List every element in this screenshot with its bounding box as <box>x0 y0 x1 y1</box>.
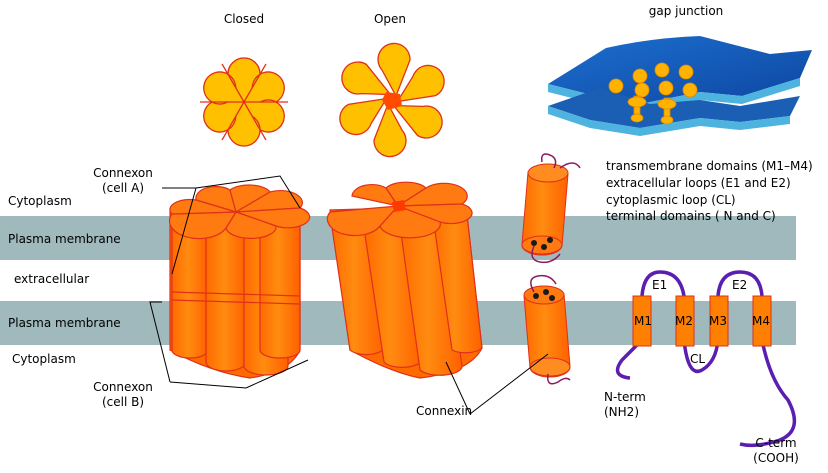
m4-domain <box>752 295 772 347</box>
plasma-membrane-top-label: Plasma membrane <box>8 232 121 246</box>
connexin-label: Connexin <box>416 404 473 418</box>
closed-connexon-top-view <box>200 57 288 147</box>
connexon-b-line1: Connexon <box>93 380 153 394</box>
connexon-a-line2: (cell A) <box>101 181 145 195</box>
extracellular-label: extracellular <box>14 272 90 286</box>
m3-label: M3 <box>709 314 727 328</box>
e2-label: E2 <box>732 278 748 292</box>
connexon-a-line1: Connexon <box>93 166 153 180</box>
n-term-label: N-term (NH2) <box>604 390 646 420</box>
connexon-b-line2: (cell B) <box>101 395 145 409</box>
open-label: Open <box>373 12 407 26</box>
cytoplasm-bottom-label: Cytoplasm <box>12 352 76 366</box>
m2-label: M2 <box>675 314 693 328</box>
connexin-topology <box>615 270 797 448</box>
n-term-line1: N-term <box>604 390 646 404</box>
gap-junction-label: gap junction <box>648 4 724 18</box>
m1-domain <box>632 295 652 347</box>
cytoplasm-top-label: Cytoplasm <box>8 194 72 208</box>
connexon-hexamer-open <box>326 181 483 379</box>
connector-lines <box>149 175 549 415</box>
connexon-cell-b-label: Connexon (cell B) <box>88 380 158 410</box>
m3-domain <box>709 295 729 347</box>
n-term-line2: (NH2) <box>604 405 639 419</box>
cl-label: CL <box>690 352 706 366</box>
connexin-cylinder-top <box>521 153 581 264</box>
connexon-hexamer-closed <box>169 184 311 379</box>
legend-line-2: extracellular loops (E1 and E2) <box>606 176 791 190</box>
c-term-label: C-term (COOH) <box>744 436 808 466</box>
legend-line-4: terminal domains ( N and C) <box>606 209 776 223</box>
m2-domain <box>675 295 695 347</box>
legend-line-1: transmembrane domains (M1–M4) <box>606 159 813 173</box>
gap-junction-illustration <box>548 36 812 136</box>
m4-label: M4 <box>752 314 770 328</box>
closed-label: Closed <box>223 12 265 26</box>
legend-line-3: cytoplasmic loop (CL) <box>606 193 736 207</box>
e1-label: E1 <box>652 278 668 292</box>
c-term-line2: (COOH) <box>753 451 799 465</box>
m1-label: M1 <box>634 314 652 328</box>
connexon-cell-a-label: Connexon (cell A) <box>88 166 158 196</box>
c-term-line1: C-term <box>755 436 797 450</box>
open-connexon-top-view <box>339 42 445 158</box>
plasma-membrane-bottom-label: Plasma membrane <box>8 316 121 330</box>
connexin-cylinder-bottom <box>523 274 571 385</box>
